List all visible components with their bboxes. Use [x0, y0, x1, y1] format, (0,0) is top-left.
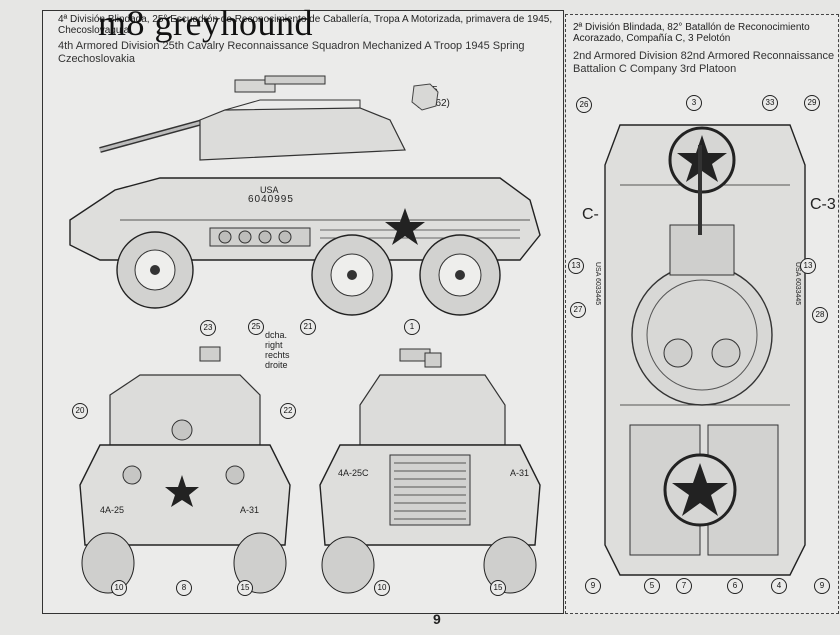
callout-top-9-left: 9 — [585, 578, 601, 594]
callout-rear-15: 15 — [490, 580, 506, 596]
right-caption-english: 2nd Armored Division 82nd Armored Reconn… — [573, 50, 835, 75]
callout-front-20: 20 — [72, 403, 88, 419]
top-view-drawing — [604, 124, 806, 576]
paint-swatch-icon — [411, 83, 439, 111]
top-left-marking: C- — [582, 206, 599, 223]
callout-rear-10: 10 — [374, 580, 390, 596]
callout-front-22: 22 — [280, 403, 296, 419]
callout-side-1: 1 — [404, 319, 420, 335]
top-serial-left: USA 6033445 — [594, 262, 601, 306]
top-right-marking: C-3 — [810, 196, 836, 213]
direction-note: dcha. right rechts droite — [265, 330, 290, 370]
callout-top-13-left: 13 — [568, 258, 584, 274]
callout-top-29: 29 — [804, 95, 820, 111]
direction-note-fr: droite — [265, 360, 288, 370]
callout-front-10: 10 — [111, 580, 127, 596]
left-caption-spanish: 4ª División Blindada, 25° Escuadrón de R… — [58, 14, 553, 36]
front-left-marking: 4A-25 — [100, 505, 125, 515]
callout-top-4: 4 — [771, 578, 787, 594]
callout-top-3: 3 — [686, 95, 702, 111]
callout-top-33: 33 — [762, 95, 778, 111]
callout-front-8: 8 — [176, 580, 192, 596]
right-caption-spanish: 2ª División Blindada, 82° Batallón de Re… — [573, 22, 810, 44]
callout-top-6: 6 — [727, 578, 743, 594]
rear-view-drawing — [319, 348, 541, 594]
left-caption-english: 4th Armored Division 25th Cavalry Reconn… — [58, 40, 525, 65]
callout-top-26: 26 — [576, 97, 592, 113]
callout-top-27: 27 — [570, 302, 586, 318]
front-view-drawing — [79, 346, 291, 594]
callout-top-28: 28 — [812, 307, 828, 323]
side-view-drawing — [69, 75, 541, 316]
callout-front-23: 23 — [200, 320, 216, 336]
rear-left-marking: 4A-25C — [338, 468, 369, 478]
direction-note-en: right — [265, 340, 283, 350]
page-number: 9 — [433, 611, 441, 627]
callout-top-13-right: 13 — [800, 258, 816, 274]
page-title: m8 greyhound — [98, 3, 313, 43]
callout-top-7: 7 — [676, 578, 692, 594]
callout-top-5: 5 — [644, 578, 660, 594]
top-serial-right: USA 6033445 — [794, 262, 801, 306]
callout-side-21: 21 — [300, 319, 316, 335]
callout-top-9-right: 9 — [814, 578, 830, 594]
side-usa-marking: USA — [260, 185, 279, 195]
callout-front-15: 15 — [237, 580, 253, 596]
callout-side-25: 25 — [248, 319, 264, 335]
direction-note-es: dcha. — [265, 330, 288, 340]
side-serial-marking: 6040995 — [248, 194, 294, 205]
rear-right-marking: A-31 — [510, 468, 530, 478]
direction-note-de: rechts — [265, 350, 290, 360]
front-right-marking: A-31 — [240, 505, 260, 515]
